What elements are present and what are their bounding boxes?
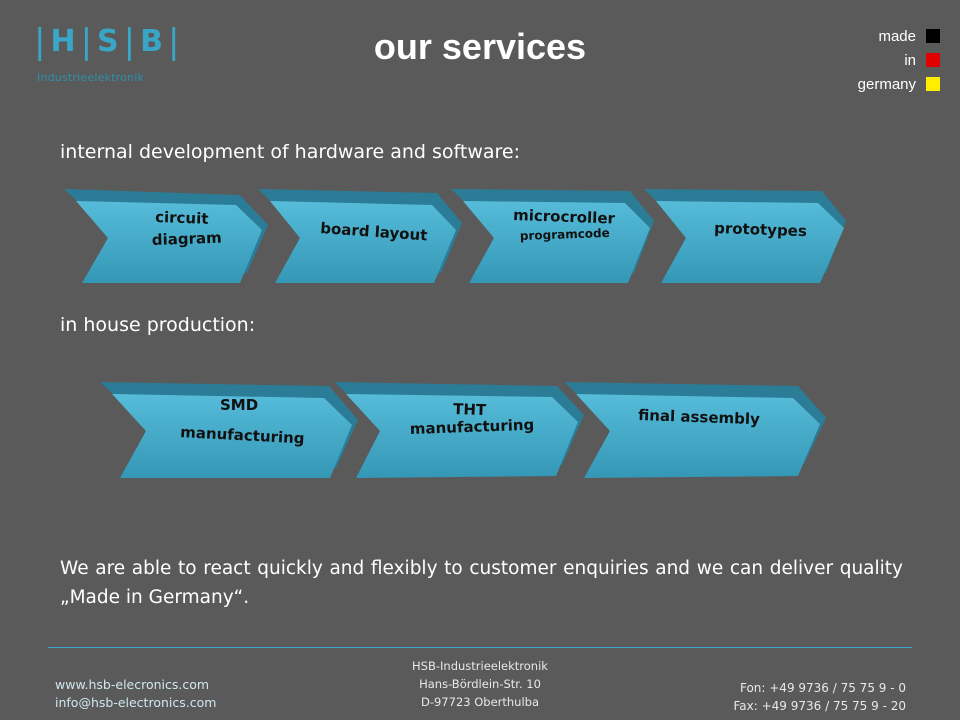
- step-tht-line2: manufacturing: [410, 416, 535, 438]
- street-address: Hans-Bördlein-Str. 10: [419, 677, 541, 691]
- step-prototypes-line1: prototypes: [714, 219, 807, 240]
- logo-letters: | H | S | B |: [34, 21, 181, 62]
- step-microcontroller-line1: microcroller: [513, 206, 616, 228]
- footer-phone: Fon: +49 9736 / 75 75 9 - 0 Fax: +49 973…: [734, 679, 907, 715]
- city-address: D-97723 Oberthulba: [420, 695, 540, 709]
- step-circuit-diagram-line1: circuit: [155, 208, 209, 228]
- flag-gold-stripe: [926, 77, 940, 91]
- step-final-assembly: final assembly: [564, 382, 826, 478]
- email-link[interactable]: info@hsb-electronics.com: [55, 695, 217, 710]
- in-label: in: [904, 51, 916, 69]
- company-name: HSB-Industrieelektronik: [412, 659, 548, 673]
- flag-red-stripe: [926, 53, 940, 67]
- step-board-layout: board layout: [258, 189, 462, 283]
- company-logo: | H | S | B | Industrieelektronik: [34, 24, 184, 88]
- page-title: our services: [373, 26, 587, 67]
- footer-contact-web: www.hsb-elecronics.com info@hsb-electron…: [55, 676, 216, 712]
- phone-number: Fon: +49 9736 / 75 75 9 - 0: [739, 681, 906, 695]
- fax-number: Fax: +49 9736 / 75 75 9 - 20: [733, 699, 907, 713]
- flag-black-stripe: [926, 29, 940, 43]
- footer-divider: [48, 647, 912, 648]
- footer-address: HSB-Industrieelektronik Hans-Bördlein-St…: [330, 657, 630, 711]
- step-circuit-diagram-line2: diagram: [152, 229, 222, 249]
- quality-statement: We are able to react quickly and flexibl…: [60, 558, 903, 608]
- step-tht-line1: THT: [453, 400, 487, 419]
- logo-letter-s: S: [97, 24, 120, 59]
- logo-letter-b: B: [140, 24, 164, 59]
- step-programcode-line2: programcode: [520, 226, 610, 243]
- logo-subtitle: Industrieelektronik: [37, 71, 145, 84]
- step-prototypes: prototypes: [644, 189, 846, 283]
- made-in-germany-badge: made in germany: [858, 24, 940, 96]
- production-section-label: in house production:: [60, 314, 256, 336]
- step-smd-manufacturing: SMD manufacturing: [100, 382, 358, 478]
- website-link[interactable]: www.hsb-elecronics.com: [55, 677, 210, 692]
- step-circuit-diagram: circuit diagram: [64, 189, 268, 283]
- development-section-label: internal development of hardware and sof…: [60, 141, 520, 163]
- step-microcontroller-programcode: microcroller programcode: [451, 189, 654, 283]
- step-smd-line1: SMD: [220, 396, 258, 414]
- step-tht-manufacturing: THT manufacturing: [334, 382, 584, 478]
- germany-label: germany: [857, 75, 916, 93]
- made-label: made: [878, 27, 916, 45]
- step-final-assembly-line1: final assembly: [638, 406, 760, 428]
- logo-letter-h: H: [50, 24, 77, 59]
